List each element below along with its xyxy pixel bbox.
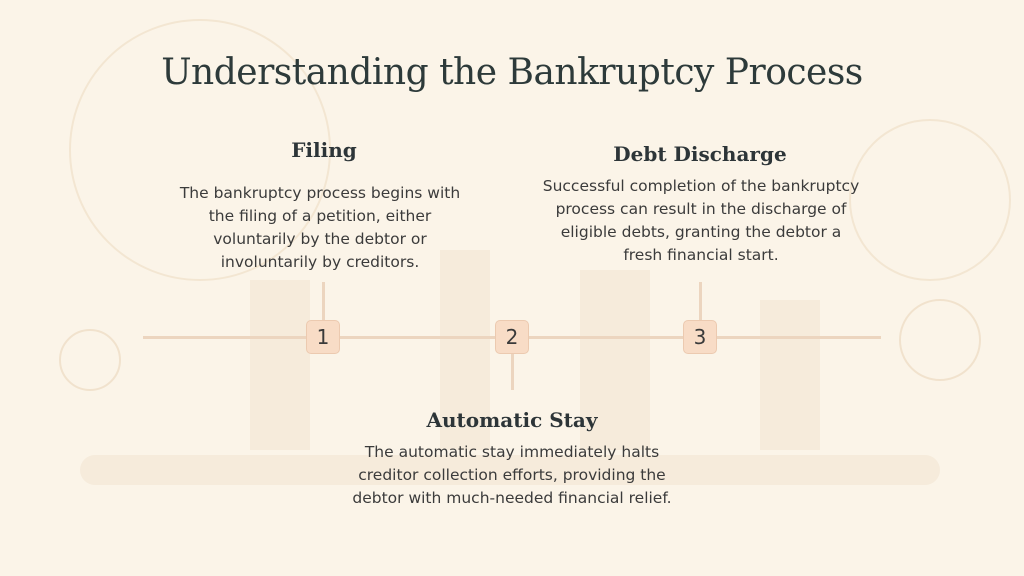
step-3-marker: 3	[683, 320, 717, 354]
step-2-connector	[511, 339, 514, 390]
step-1-title: Filing	[291, 138, 357, 162]
step-1-description: The bankruptcy process begins with the f…	[179, 184, 461, 271]
step-2-marker: 2	[495, 320, 529, 354]
step-3-description: Successful completion of the bankruptcy …	[542, 177, 860, 264]
step-1-marker: 1	[306, 320, 340, 354]
step-2-title: Automatic Stay	[426, 408, 598, 432]
step-1-connector	[322, 282, 325, 336]
page-title: Understanding the Bankruptcy Process	[161, 52, 863, 93]
step-3-title: Debt Discharge	[613, 142, 787, 166]
step-3-connector	[699, 282, 702, 336]
step-2-description: The automatic stay immediately halts cre…	[352, 443, 672, 507]
